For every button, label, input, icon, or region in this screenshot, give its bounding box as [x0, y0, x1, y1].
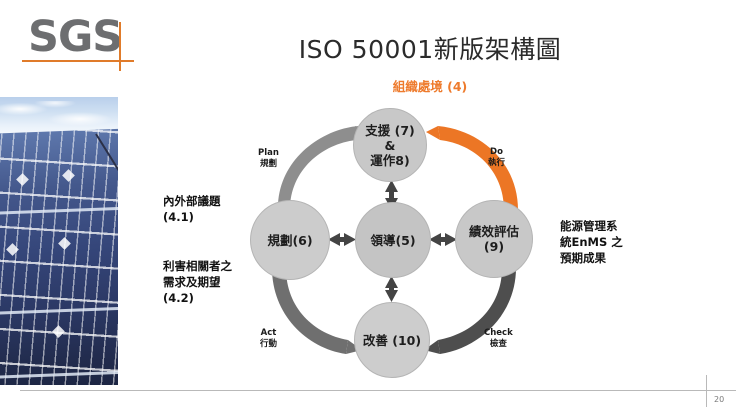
circle-planning[interactable]: 規劃(6): [250, 200, 330, 280]
title-block: ISO 50001新版架構圖 組織處境 (4): [180, 30, 680, 95]
page-number: 20: [714, 395, 725, 404]
sgs-logo-vertical-rule: [119, 22, 121, 71]
label-plan: Plan 規劃: [258, 148, 279, 170]
photovoltaic-panels: [0, 127, 118, 385]
sgs-logo: SGS: [22, 12, 142, 71]
label-act-zh: 行動: [260, 339, 278, 349]
annotation-internal-external-issues: 內外部議題 (4.1): [163, 193, 221, 225]
label-check: Check 檢查: [484, 328, 513, 350]
label-check-en: Check: [484, 328, 513, 338]
connector-leadership-improvement: [385, 276, 398, 302]
annotation-issues-line2: (4.1): [163, 210, 194, 224]
circle-support-line2: &: [384, 137, 396, 153]
circle-support-line1: 支援 (7): [365, 122, 415, 138]
annotation-outcome-line3: 預期成果: [560, 251, 606, 265]
circle-leadership-label: 領導(5): [370, 232, 416, 248]
label-do-zh: 執行: [488, 158, 506, 168]
annotation-interested-parties: 利害相關者之 需求及期望 (4.2): [163, 258, 232, 306]
circle-performance-evaluation[interactable]: 績效評估 (9): [455, 200, 533, 278]
label-plan-en: Plan: [258, 148, 279, 158]
annotation-interested-line1: 利害相關者之: [163, 259, 232, 273]
connector-planning-leadership: [328, 233, 356, 246]
annotation-intended-outcome: 能源管理系 統EnMS 之 預期成果: [560, 218, 623, 266]
annotation-outcome-line1: 能源管理系: [560, 219, 618, 233]
annotation-outcome-line2: 統EnMS 之: [560, 235, 623, 249]
label-do: Do 執行: [488, 147, 505, 169]
footer-vertical-divider: [706, 375, 707, 407]
circle-performance-line2: (9): [483, 239, 505, 254]
connector-leadership-performance: [429, 233, 457, 246]
circle-support-line3: 運作8): [370, 152, 410, 168]
sky-region: [0, 97, 118, 135]
circle-support-operation[interactable]: 支援 (7) & 運作8): [353, 108, 427, 182]
circle-improvement-label: 改善 (10): [362, 332, 422, 348]
footer-divider: [20, 390, 736, 391]
circle-performance-line1: 績效評估: [468, 224, 519, 239]
sgs-logo-horizontal-rule: [22, 60, 134, 62]
iso50001-pdca-diagram: 支援 (7) & 運作8) 規劃(6) 領導(5) 績效評估 (9) 改善 (1…: [150, 100, 710, 380]
annotation-interested-line2: 需求及期望: [163, 275, 221, 289]
label-act: Act 行動: [260, 328, 277, 350]
circle-planning-label: 規劃(6): [267, 232, 313, 248]
page-title: ISO 50001新版架構圖: [298, 35, 562, 64]
label-check-zh: 檢查: [489, 339, 507, 349]
circle-leadership[interactable]: 領導(5): [355, 202, 431, 278]
page-subtitle: 組織處境 (4): [392, 79, 468, 94]
sgs-logo-text: SGS: [28, 12, 123, 62]
annotation-interested-line3: (4.2): [163, 291, 194, 305]
circle-improvement[interactable]: 改善 (10): [354, 302, 430, 378]
label-plan-zh: 規劃: [259, 159, 277, 169]
label-do-en: Do: [490, 147, 503, 157]
annotation-issues-line1: 內外部議題: [163, 194, 221, 208]
solar-panel-photo: [0, 97, 118, 385]
label-act-en: Act: [260, 328, 277, 338]
